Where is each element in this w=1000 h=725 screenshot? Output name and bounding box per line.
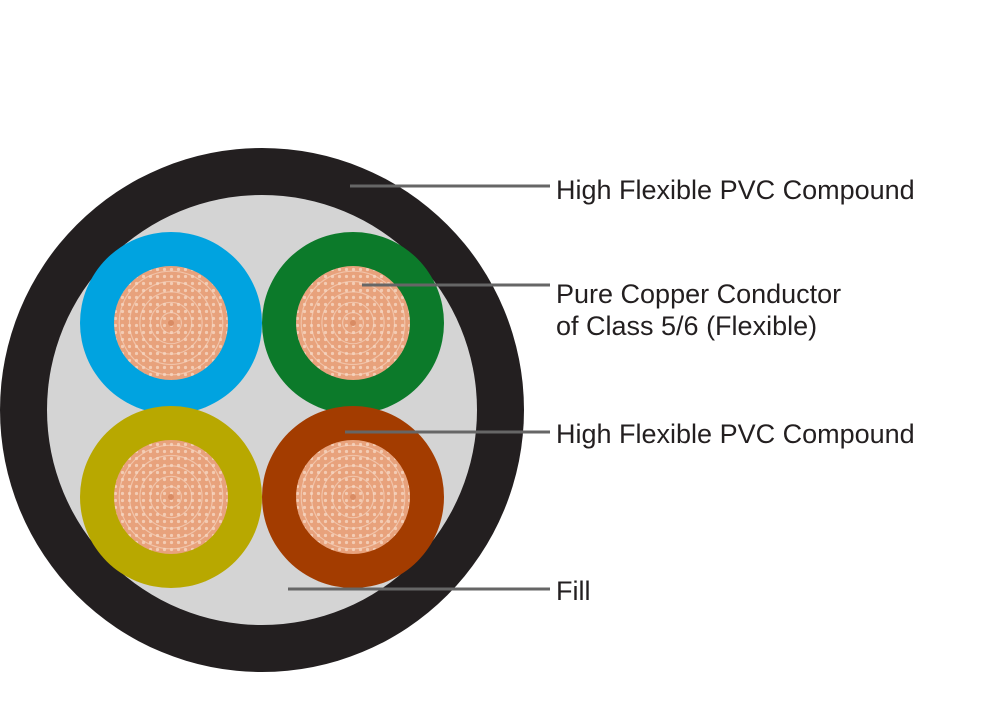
core-blue-strand-ring <box>118 270 224 376</box>
core-brown-strand-ring <box>342 486 365 509</box>
core-green-center-strand <box>350 320 356 326</box>
core-green-strand-ring <box>331 301 375 345</box>
core-blue-center-strand <box>168 320 174 326</box>
label-insulation-line-1: High Flexible PVC Compound <box>556 419 915 449</box>
core-yellow <box>80 406 262 588</box>
labels: High Flexible PVC Compound Pure Copper C… <box>556 175 915 606</box>
core-blue-strand-ring <box>139 291 203 355</box>
core-green-strand-ring <box>300 270 406 376</box>
core-green-strand-ring <box>342 312 365 335</box>
core-brown-strand-ring <box>331 475 375 519</box>
core-blue <box>80 232 262 414</box>
label-conductor-line-2: of Class 5/6 (Flexible) <box>556 311 817 341</box>
core-yellow-strand-ring <box>118 444 224 550</box>
label-conductor: Pure Copper Conductor of Class 5/6 (Flex… <box>556 279 849 341</box>
core-brown-strand-ring <box>321 465 385 529</box>
core-green-strand-ring <box>321 291 385 355</box>
core-brown <box>262 406 444 588</box>
core-brown-center-strand <box>350 494 356 500</box>
core-yellow-strand-ring <box>160 486 183 509</box>
core-yellow-strand-ring <box>128 454 214 540</box>
cores-layer <box>80 232 444 588</box>
label-outer-sheath-line-1: High Flexible PVC Compound <box>556 175 915 205</box>
leader-lines <box>288 184 550 591</box>
core-green <box>262 232 444 414</box>
core-yellow-strand-ring <box>149 475 193 519</box>
core-brown-strand-ring <box>300 444 406 550</box>
label-fill: Fill <box>556 576 591 606</box>
core-blue-strand-ring <box>149 301 193 345</box>
label-fill-line-1: Fill <box>556 576 591 606</box>
core-blue-strand-ring <box>160 312 183 335</box>
core-yellow-strand-ring <box>139 465 203 529</box>
core-yellow-center-strand <box>168 494 174 500</box>
label-insulation: High Flexible PVC Compound <box>556 419 915 449</box>
label-outer-sheath: High Flexible PVC Compound <box>556 175 915 205</box>
label-conductor-line-1: Pure Copper Conductor <box>556 279 841 309</box>
core-brown-strand-ring <box>310 454 396 540</box>
core-green-strand-ring <box>310 280 396 366</box>
core-blue-strand-ring <box>128 280 214 366</box>
